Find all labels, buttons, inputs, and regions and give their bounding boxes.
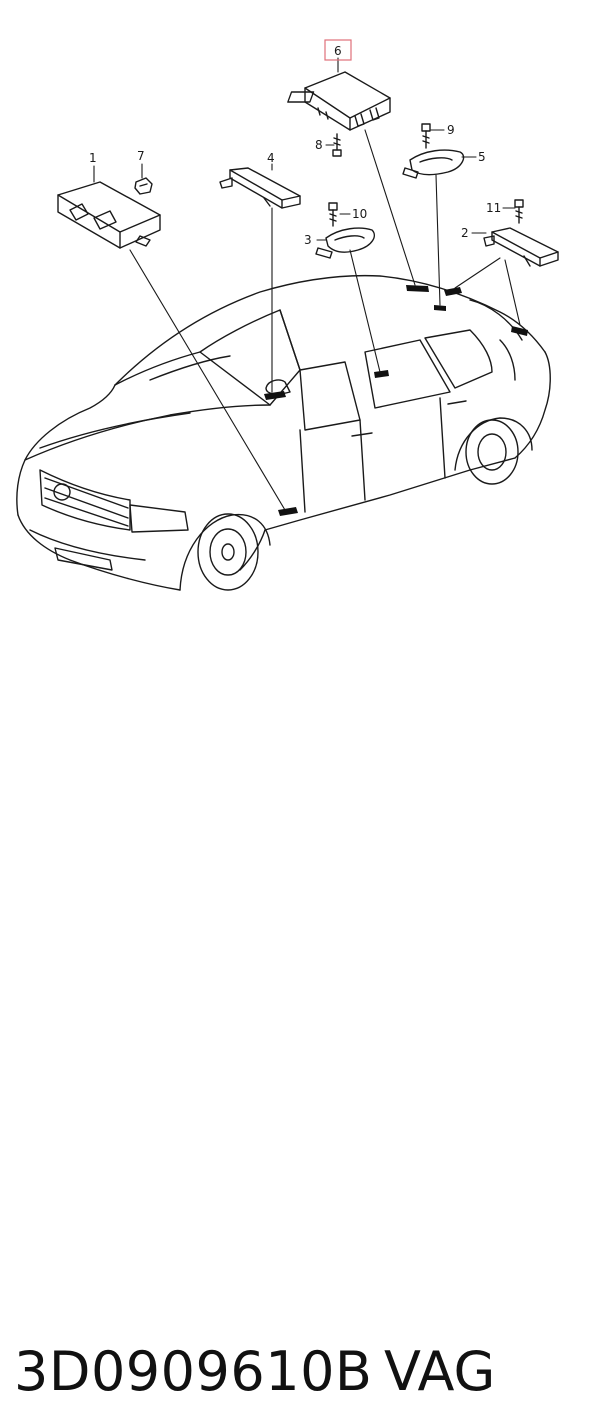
bolt-9 — [421, 123, 431, 149]
antenna-4 — [219, 167, 301, 209]
bolt-10 — [328, 202, 338, 227]
control-unit-6 — [287, 71, 391, 131]
nut-7 — [134, 177, 153, 195]
part-number: 3D0909610B — [14, 1340, 373, 1403]
callout-10: 10 — [352, 207, 367, 221]
callout-7: 7 — [137, 149, 145, 163]
parts-diagram: 1 7 4 6 8 9 5 10 3 11 2 — [16, 39, 559, 591]
car-outline — [16, 274, 551, 591]
callout-5: 5 — [478, 150, 486, 164]
callout-2: 2 — [461, 226, 469, 240]
callout-6: 6 — [334, 44, 342, 58]
leader-lines — [93, 57, 521, 511]
callout-11: 11 — [486, 201, 501, 215]
bolt-8 — [332, 133, 342, 157]
antenna-5 — [402, 149, 465, 179]
bolt-11 — [514, 199, 524, 224]
highlight-box — [324, 39, 352, 61]
callout-9: 9 — [447, 123, 455, 137]
callout-4: 4 — [267, 151, 275, 165]
antenna-3 — [315, 227, 376, 259]
control-unit-1 — [57, 181, 161, 249]
caption: 3D0909610B VAG — [0, 668, 600, 1403]
brand-name: VAG — [384, 1340, 496, 1403]
antenna-2 — [483, 227, 559, 267]
callout-3: 3 — [304, 233, 312, 247]
callout-8: 8 — [315, 138, 323, 152]
callout-1: 1 — [89, 151, 97, 165]
mount-markers — [264, 285, 528, 516]
